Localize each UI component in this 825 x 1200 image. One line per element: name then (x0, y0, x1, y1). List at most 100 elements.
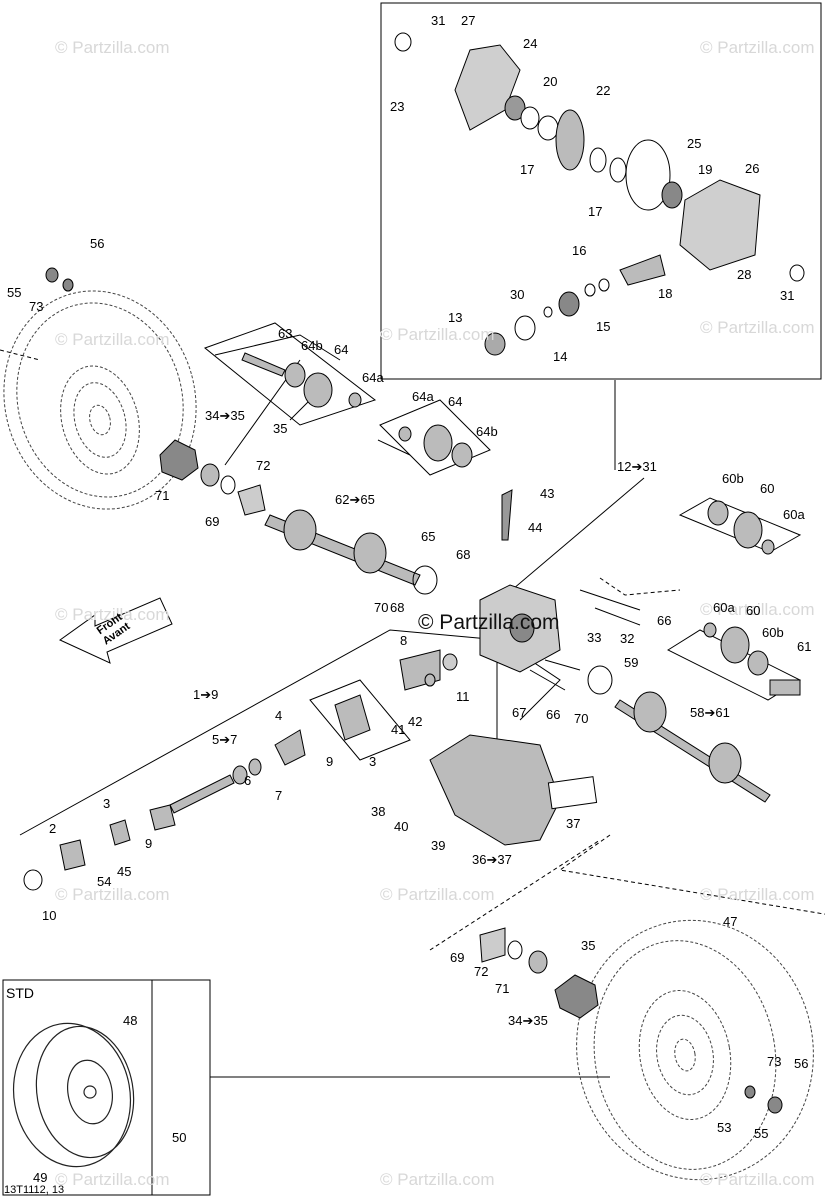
callout[interactable]: 5➔7 (212, 732, 238, 747)
callout[interactable]: 32 (620, 631, 635, 646)
callout[interactable]: 30 (510, 287, 525, 302)
callout[interactable]: 62➔65 (335, 492, 375, 507)
callout[interactable]: 63 (278, 326, 293, 341)
callout[interactable]: 37 (566, 816, 581, 831)
callout[interactable]: 58➔61 (690, 705, 730, 720)
callout[interactable]: 64b (301, 338, 323, 353)
callout[interactable]: 73 (767, 1054, 782, 1069)
callout[interactable]: 25 (687, 136, 702, 151)
callout[interactable]: 60a (783, 507, 805, 522)
callout[interactable]: 36➔37 (472, 852, 512, 867)
callout[interactable]: 9 (326, 754, 334, 769)
callout[interactable]: 64b (476, 424, 498, 439)
callout[interactable]: 64 (448, 394, 463, 409)
callout[interactable]: 34➔35 (205, 408, 245, 423)
callout[interactable]: 31 (431, 13, 446, 28)
callout[interactable]: 50 (172, 1130, 187, 1145)
callout[interactable]: 26 (745, 161, 760, 176)
callout[interactable]: 42 (408, 714, 423, 729)
callout[interactable]: 60 (760, 481, 775, 496)
callout[interactable]: 70 (574, 711, 589, 726)
callout[interactable]: 60b (762, 625, 784, 640)
callout[interactable]: 8 (400, 633, 408, 648)
callout[interactable]: 33 (587, 630, 602, 645)
callout[interactable]: 45 (117, 864, 132, 879)
rear-right-wheel (576, 919, 814, 1181)
front-drive-shaft (23, 649, 441, 891)
callout[interactable]: 11 (456, 689, 470, 704)
callout[interactable]: 20 (543, 74, 558, 89)
callout[interactable]: 68 (456, 547, 471, 562)
callout[interactable]: 35 (581, 938, 596, 953)
callout[interactable]: 54 (97, 874, 112, 889)
callout[interactable]: 34➔35 (508, 1013, 548, 1028)
callout[interactable]: 10 (42, 908, 57, 923)
callout[interactable]: 71 (155, 488, 170, 503)
callout[interactable]: 59 (624, 655, 639, 670)
watermark: © Partzilla.com (700, 1170, 815, 1189)
callout[interactable]: 3 (369, 754, 377, 769)
callout[interactable]: 35 (273, 421, 288, 436)
callout[interactable]: 66 (657, 613, 672, 628)
callout[interactable]: 65 (421, 529, 436, 544)
callout[interactable]: 2 (49, 821, 57, 836)
callout[interactable]: 28 (737, 267, 752, 282)
callout[interactable]: 68 (390, 600, 405, 615)
callout[interactable]: 13 (448, 310, 463, 325)
callout[interactable]: 60 (746, 603, 761, 618)
callout[interactable]: 69 (450, 950, 465, 965)
callout[interactable]: 40 (394, 819, 409, 834)
callout[interactable]: 60a (713, 600, 735, 615)
callout[interactable]: 53 (717, 1120, 732, 1135)
callout[interactable]: 64a (412, 389, 434, 404)
callout[interactable]: 1➔9 (193, 687, 219, 702)
callout[interactable]: 39 (431, 838, 446, 853)
callout[interactable]: 61 (797, 639, 812, 654)
callout[interactable]: 16 (572, 243, 587, 258)
callout[interactable]: 73 (29, 299, 44, 314)
callout[interactable]: 14 (553, 349, 568, 364)
callout[interactable]: 64 (334, 342, 349, 357)
callout[interactable]: 38 (371, 804, 386, 819)
callout[interactable]: 60b (722, 471, 744, 486)
drive-shafts (241, 352, 801, 803)
watermark: © Partzilla.com (700, 38, 815, 57)
callout[interactable]: 47 (723, 914, 738, 929)
callout[interactable]: 12➔31 (617, 459, 657, 474)
callout[interactable]: 72 (256, 458, 271, 473)
callout[interactable]: 44 (528, 520, 543, 535)
callout[interactable]: 55 (7, 285, 22, 300)
callout[interactable]: 6 (244, 773, 252, 788)
callout[interactable]: 17 (520, 162, 535, 177)
callout[interactable]: 24 (523, 36, 538, 51)
callout[interactable]: 49 (33, 1170, 48, 1185)
callout[interactable]: 17 (588, 204, 603, 219)
callout[interactable]: 56 (90, 236, 105, 251)
callout[interactable]: 31 (780, 288, 795, 303)
callout[interactable]: 67 (512, 705, 527, 720)
footer-code: 13T1112, 13 (4, 1184, 65, 1196)
callout[interactable]: 56 (794, 1056, 809, 1071)
callout[interactable]: 41 (391, 722, 406, 737)
callout[interactable]: 9 (145, 836, 153, 851)
callout[interactable]: 48 (123, 1013, 138, 1028)
callout[interactable]: 64a (362, 370, 384, 385)
callout[interactable]: 72 (474, 964, 489, 979)
callout[interactable]: 27 (461, 13, 476, 28)
callout[interactable]: 22 (596, 83, 611, 98)
callout[interactable]: 15 (596, 319, 611, 334)
callout[interactable]: 70 (374, 600, 389, 615)
callout[interactable]: 55 (754, 1126, 769, 1141)
callout[interactable]: 43 (540, 486, 555, 501)
callout[interactable]: 69 (205, 514, 220, 529)
callout[interactable]: 18 (658, 286, 673, 301)
watermark: © Partzilla.com (700, 885, 815, 904)
watermark: © Partzilla.com (55, 1170, 170, 1189)
callout[interactable]: 23 (390, 99, 405, 114)
callout[interactable]: 4 (275, 708, 283, 723)
callout[interactable]: 19 (698, 162, 713, 177)
callout[interactable]: 7 (275, 788, 283, 803)
callout[interactable]: 71 (495, 981, 510, 996)
callout[interactable]: 3 (103, 796, 111, 811)
callout[interactable]: 66 (546, 707, 561, 722)
